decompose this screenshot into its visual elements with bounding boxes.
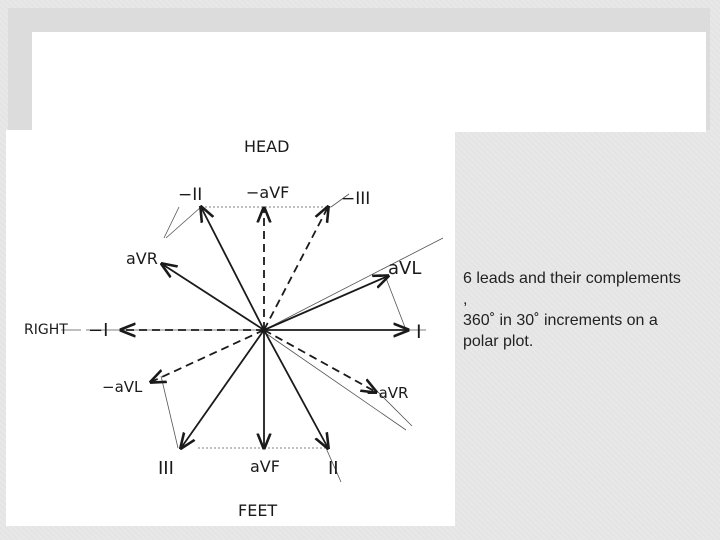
caption-line: 6 leads and their complements — [463, 270, 681, 287]
lead-minus-iii-arrow — [263, 207, 328, 331]
caption-line: polar plot. — [463, 333, 534, 350]
label-minus-avf: −aVF — [246, 183, 289, 202]
label-minus-i: −I — [88, 320, 108, 341]
label-iii: III — [158, 458, 174, 479]
feet-label: FEET — [238, 501, 277, 520]
title-frame — [8, 8, 710, 132]
label-avr: aVR — [126, 249, 158, 268]
caption-text: 6 leads and their complements , 360˚ in … — [463, 268, 713, 352]
minus-avl-guide — [160, 375, 179, 449]
avl-to-i-guide — [385, 277, 407, 331]
right-label: RIGHT — [24, 322, 68, 338]
hexaxial-diagram: HEAD RIGHT FEET −II −aVF −III aVR aVL −I… — [24, 137, 444, 520]
label-minus-avl: −aVL — [102, 378, 143, 396]
avr-guide — [163, 206, 180, 239]
label-minus-avr: −aVR — [366, 384, 408, 402]
lead-avr-arrow — [162, 264, 265, 331]
avl-extension-line — [263, 237, 444, 331]
lead-minus-ii-arrow — [201, 207, 265, 331]
label-minus-ii: −II — [178, 185, 202, 205]
lead-minus-avl-arrow — [151, 329, 265, 382]
label-i: I — [416, 321, 422, 343]
lead-ii-arrow — [263, 329, 328, 448]
head-label: HEAD — [244, 137, 289, 156]
lead-avl-arrow — [263, 276, 388, 331]
lead-iii-arrow — [181, 329, 265, 448]
caption-line: 360˚ in 30˚ increments on a — [463, 312, 658, 329]
minus-avr-guide — [377, 391, 413, 427]
label-ii: II — [328, 458, 339, 479]
label-avl: aVL — [388, 258, 421, 279]
title-placeholder — [32, 32, 706, 132]
label-minus-iii: −III — [341, 189, 370, 209]
minus-ii-guide — [165, 206, 202, 239]
guide-lines — [61, 193, 444, 483]
minus-avr-extension-line — [260, 329, 407, 431]
label-avf: aVF — [250, 457, 280, 476]
caption-line: , — [463, 291, 468, 308]
ii-guide — [325, 447, 342, 483]
hexaxial-diagram-panel: HEAD RIGHT FEET −II −aVF −III aVR aVL −I… — [6, 130, 455, 526]
minus-iii-guide — [330, 193, 350, 208]
lead-minus-avr-arrow — [263, 329, 376, 392]
